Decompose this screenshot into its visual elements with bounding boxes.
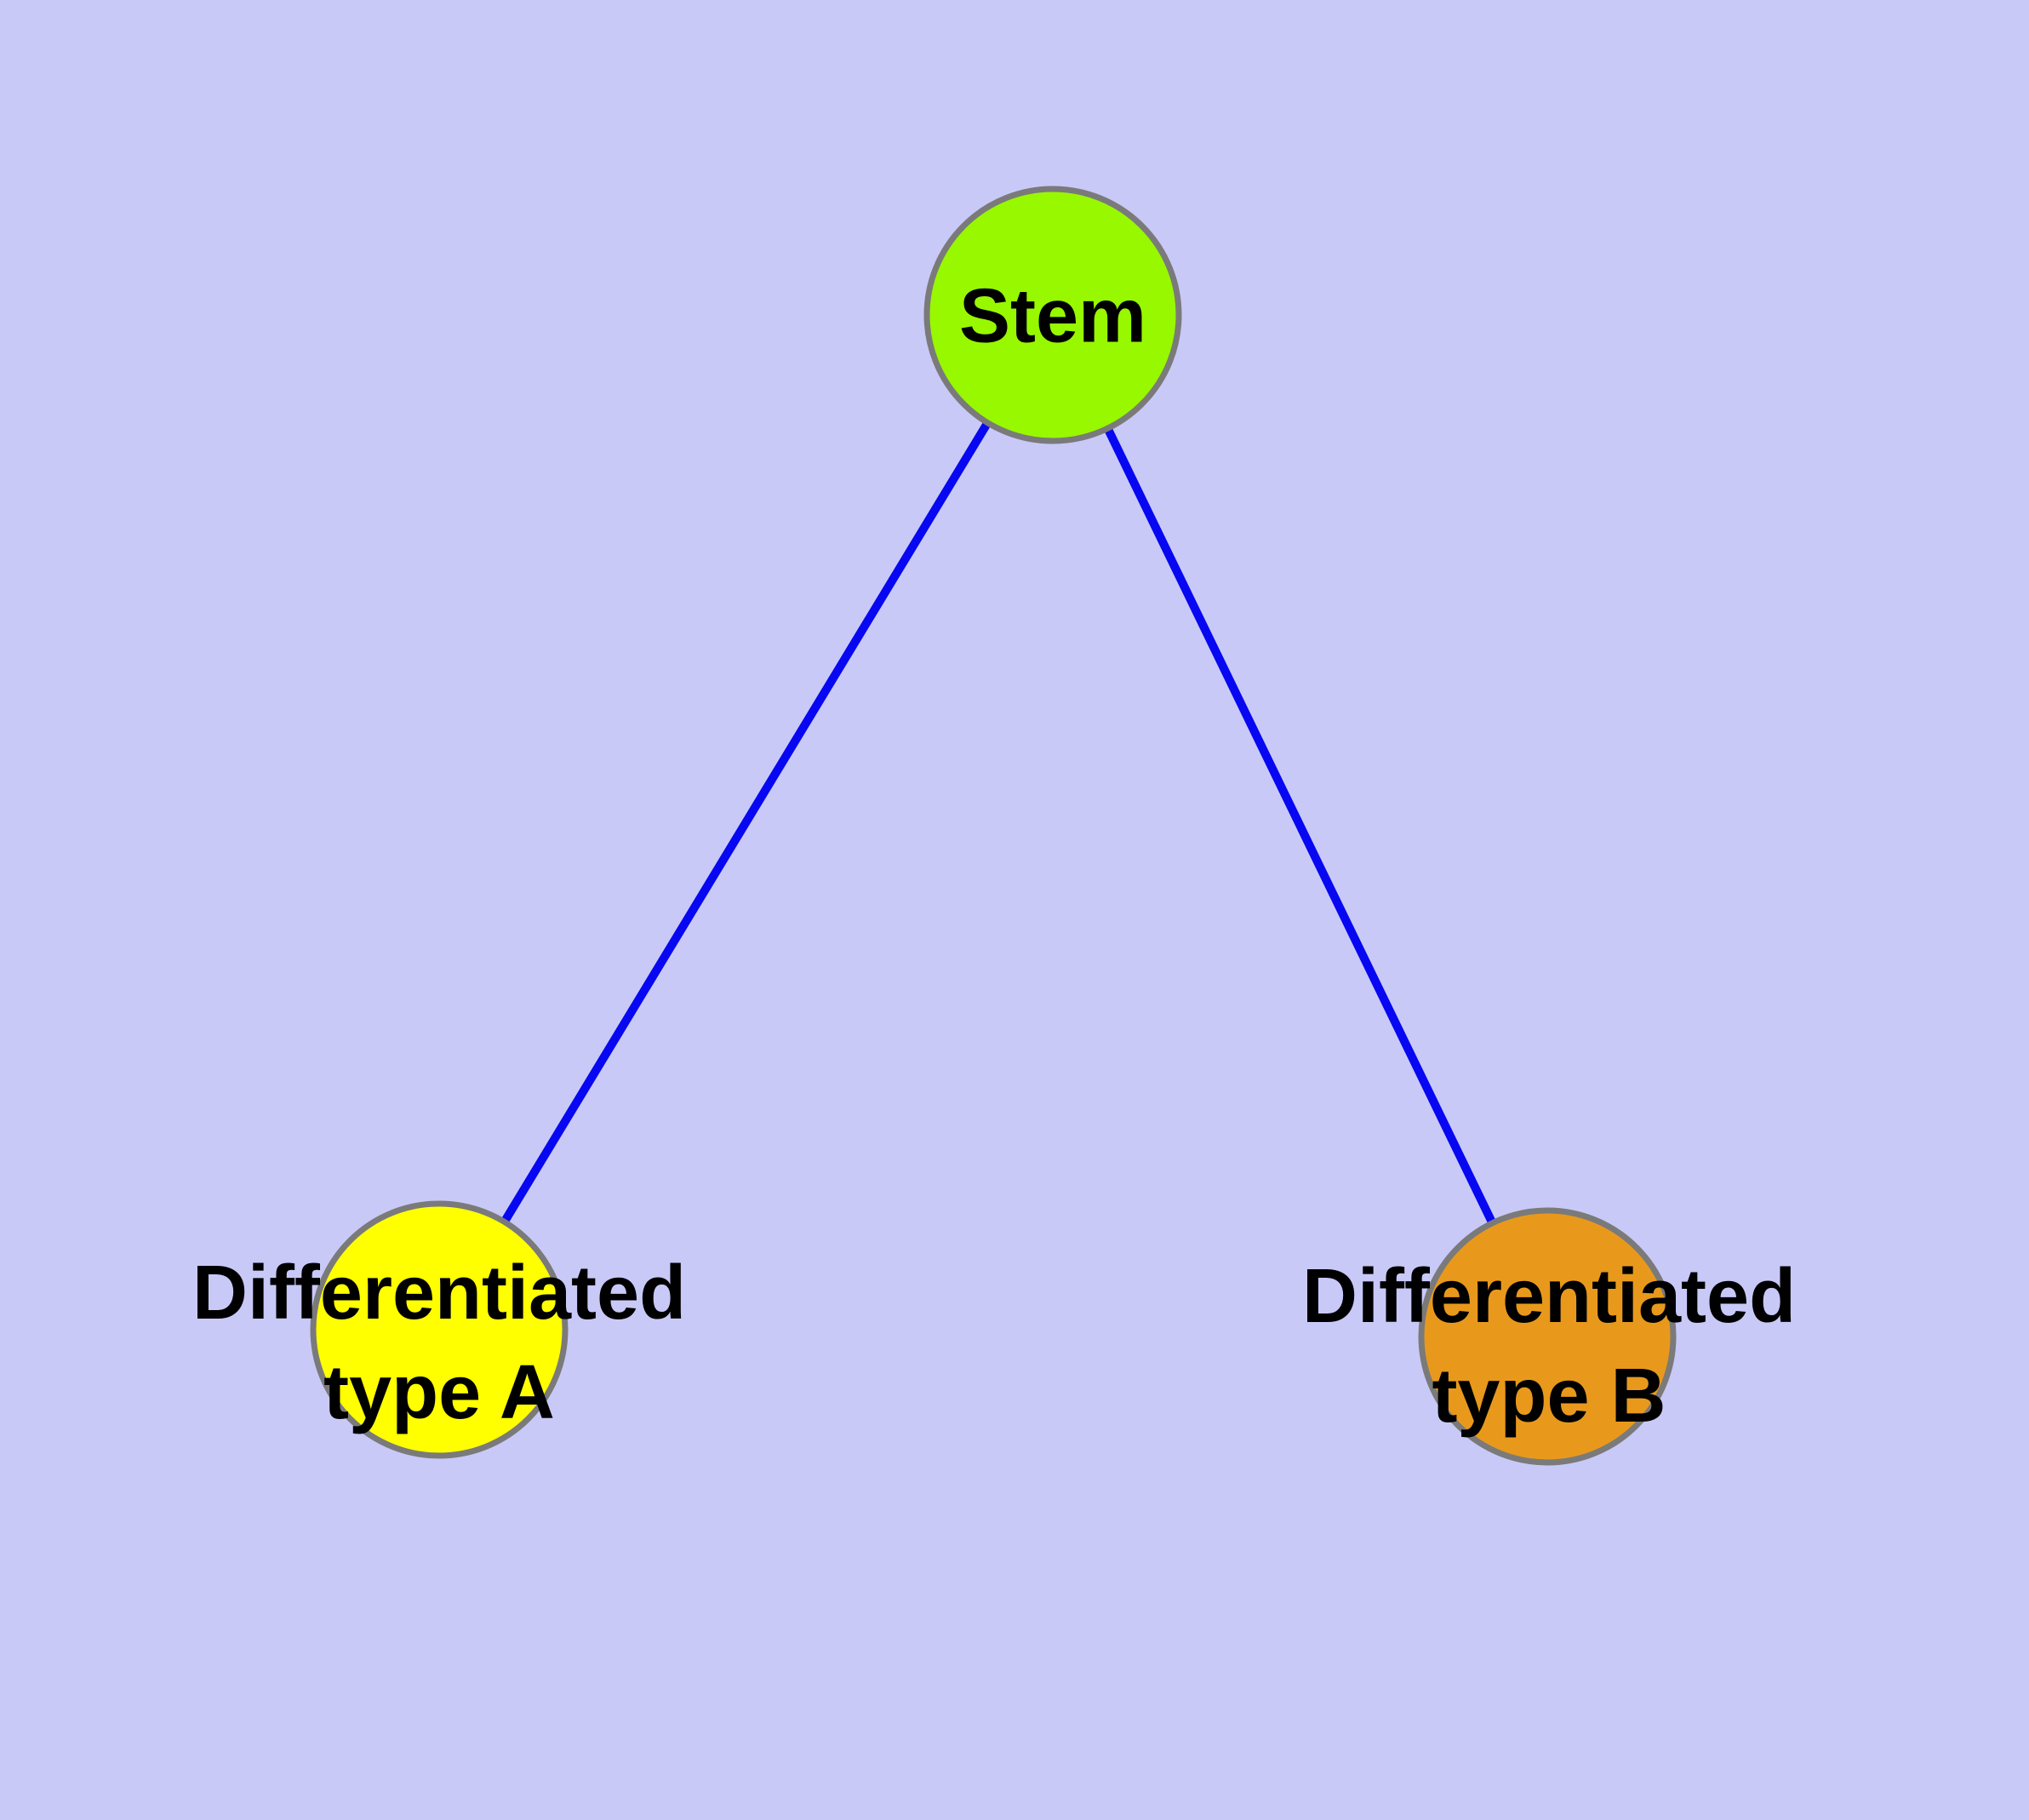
node-stem-label: Stem [958,273,1147,359]
node-differentiated-type-b-circle [1418,1207,1677,1466]
node-differentiated-type-b-label: Differentiated type B [1301,1254,1797,1439]
edge-stem-to-type-a [435,312,1057,1332]
node-differentiated-type-a-circle [310,1200,569,1459]
edge-stem-to-type-b [1049,312,1552,1339]
node-stem-circle [923,186,1182,444]
node-differentiated-type-a-label: Differentiated type A [191,1251,687,1435]
